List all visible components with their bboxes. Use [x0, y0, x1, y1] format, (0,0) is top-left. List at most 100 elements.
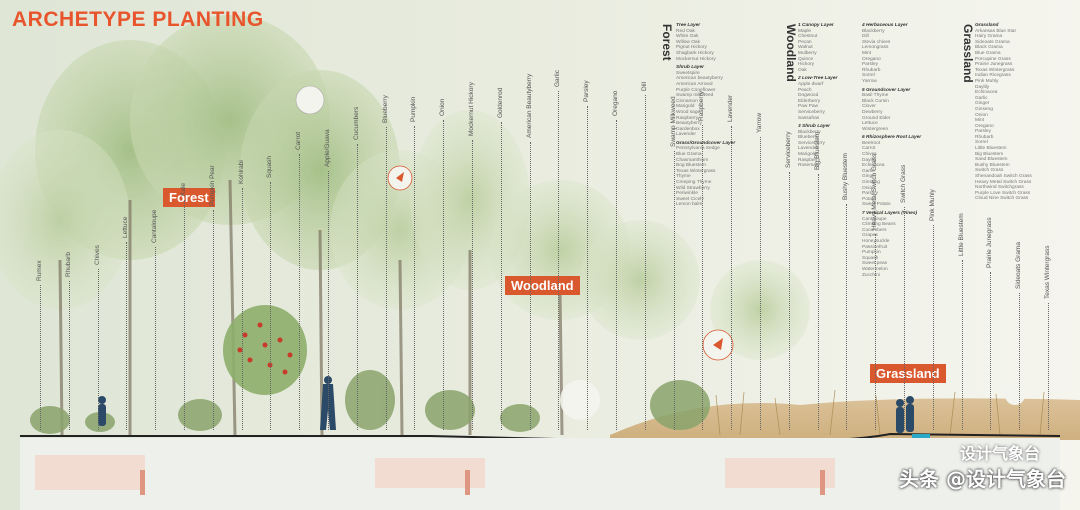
- legend-item: Walnut: [798, 45, 813, 51]
- plant-label: Prairie Junegrass: [986, 217, 993, 268]
- watermark-handle: 头条 @设计气象台: [899, 467, 1066, 491]
- plant-leader-line: [616, 120, 617, 430]
- zone-tag-forest: Forest: [163, 188, 215, 207]
- apple-tree: [223, 305, 307, 395]
- plant-label: Little Bluestem: [958, 213, 965, 256]
- legend-item: Pecan: [798, 39, 812, 45]
- plant-leader-line: [587, 105, 588, 430]
- legend-item: Blue Grama: [975, 50, 1001, 56]
- legend-item: Mint: [862, 50, 872, 56]
- legend-item: Carrot: [862, 146, 876, 152]
- legend-item: Watermelon: [862, 266, 888, 272]
- plant-leader-line: [357, 144, 358, 430]
- legend-item: Ginger: [975, 101, 990, 107]
- plant-label: Blueberry: [382, 95, 389, 123]
- legend-item: Oregano: [975, 123, 994, 129]
- legend-item: Garlic: [862, 168, 875, 174]
- legend-item: Texas Wintergrass: [975, 67, 1015, 73]
- page-title: ARCHETYPE PLANTING: [12, 8, 264, 31]
- legend-woodland-lowtree-title: 2 Low-Tree Layer: [798, 76, 838, 82]
- plant-label: Kale: [180, 183, 187, 197]
- legend-item: Cucumbers: [862, 227, 887, 233]
- legend-item: Garlic: [975, 95, 988, 101]
- plant-label: Cucumbers: [353, 107, 360, 141]
- plant-leader-line: [443, 120, 444, 430]
- legend-woodland-shrub-title: 3 Shrub Layer: [798, 124, 830, 130]
- legend-item: Sweet peas: [862, 261, 888, 267]
- legend-item: Passionfruit: [862, 244, 888, 250]
- legend-woodland-root-title: 6 Rhizosphere Root Layer: [862, 135, 922, 141]
- plant-leader-line: [184, 200, 185, 430]
- legend-item: Willow Oak: [676, 39, 700, 45]
- legend-item: Parsley: [862, 191, 878, 197]
- legend-item: Purple Love Switch Grass: [975, 190, 1031, 196]
- legend-item: Dogwood: [798, 93, 819, 99]
- plant-leader-line: [386, 126, 387, 430]
- plant-label: Oregano: [612, 91, 619, 117]
- legend-item: Texas Wintergrass: [676, 168, 716, 174]
- plant-leader-line: [731, 126, 732, 430]
- plant-label: Texas Wintergrass: [1044, 246, 1051, 300]
- legend-item: Pignut Hickory: [676, 45, 707, 51]
- legend-woodland-canopy-title: 1 Canopy Layer: [798, 23, 834, 28]
- legend-item: Black Grama: [975, 45, 1003, 51]
- legend-item: Raspberry: [676, 115, 699, 121]
- plant-label: American Beautyberry: [526, 74, 533, 139]
- legend-item: Yarrow: [862, 78, 877, 84]
- legend-item: Mint: [975, 118, 985, 124]
- plant-leader-line: [501, 122, 502, 430]
- legend-item: Climbing Beans: [862, 222, 896, 228]
- legend-item: Lavender: [798, 146, 819, 152]
- plant-label: Chives: [94, 245, 101, 265]
- plant-leader-line: [789, 172, 790, 430]
- legend-item: Ginseng: [862, 180, 880, 186]
- plant-label: Squash: [266, 156, 273, 179]
- legend-item: Apple dwarf: [798, 81, 824, 87]
- plant-label: Rhubarb: [65, 252, 72, 277]
- legend-item: Heavy Metal Switch Grass: [975, 179, 1032, 185]
- legend-item: Daylily: [975, 84, 990, 90]
- legend-item: Rosemary: [798, 163, 820, 169]
- legend-item: Indian Ricegrass: [975, 73, 1011, 79]
- plant-leader-line: [270, 182, 271, 430]
- legend-item: Shagbark Hickory: [676, 50, 714, 56]
- legend-item: Ginseng: [975, 106, 993, 112]
- plant-label: Apple/Guava: [324, 129, 331, 167]
- legend-item: Ground Elder: [862, 115, 891, 121]
- legend-item: Echinacea: [975, 90, 998, 96]
- plant-label: Mockernut Hickory: [468, 82, 475, 136]
- legend-item: Bushy Bluestem: [975, 162, 1010, 168]
- plant-leader-line: [702, 124, 703, 430]
- legend-forest-head: Forest: [660, 24, 674, 61]
- plant-leader-line: [558, 90, 559, 430]
- legend-item: Cinnamon: [676, 98, 698, 104]
- plant-leader-line: [472, 139, 473, 430]
- legend-item: Honeysuckle: [862, 238, 890, 244]
- plant-label: Dill: [641, 82, 648, 92]
- legend-item: Marigold: [798, 152, 817, 158]
- plant-label: Pumpkin: [410, 97, 417, 123]
- legend-item: Echinacea: [862, 163, 885, 169]
- legend-item: Little Bluestem: [975, 146, 1007, 152]
- legend-item: Blueberry: [798, 135, 819, 141]
- plant-label: Yarrow: [756, 113, 763, 134]
- legend-item: Pennsylvania Sedge: [676, 146, 720, 152]
- legend-item: Red Oak: [676, 28, 695, 34]
- legend-item: Wild Strawberry: [676, 185, 710, 191]
- legend-item: American Arrowd: [676, 81, 713, 87]
- legend-item: Creeping Thyme: [676, 180, 712, 186]
- underground-structures: [35, 455, 835, 495]
- legend-item: Serviceberry: [798, 140, 825, 146]
- legend-item: Cloud Nine Switch Grass: [975, 196, 1029, 202]
- legend-item: Northwind Switchgrass: [975, 185, 1024, 191]
- plant-label: Cantaloupe: [151, 210, 158, 244]
- legend-item: Thyme: [676, 174, 691, 180]
- legend-item: Basil Thyme: [862, 93, 889, 99]
- legend-forest-tree-title: Tree Layer: [676, 23, 701, 28]
- legend-item: Stevia chives: [862, 39, 891, 45]
